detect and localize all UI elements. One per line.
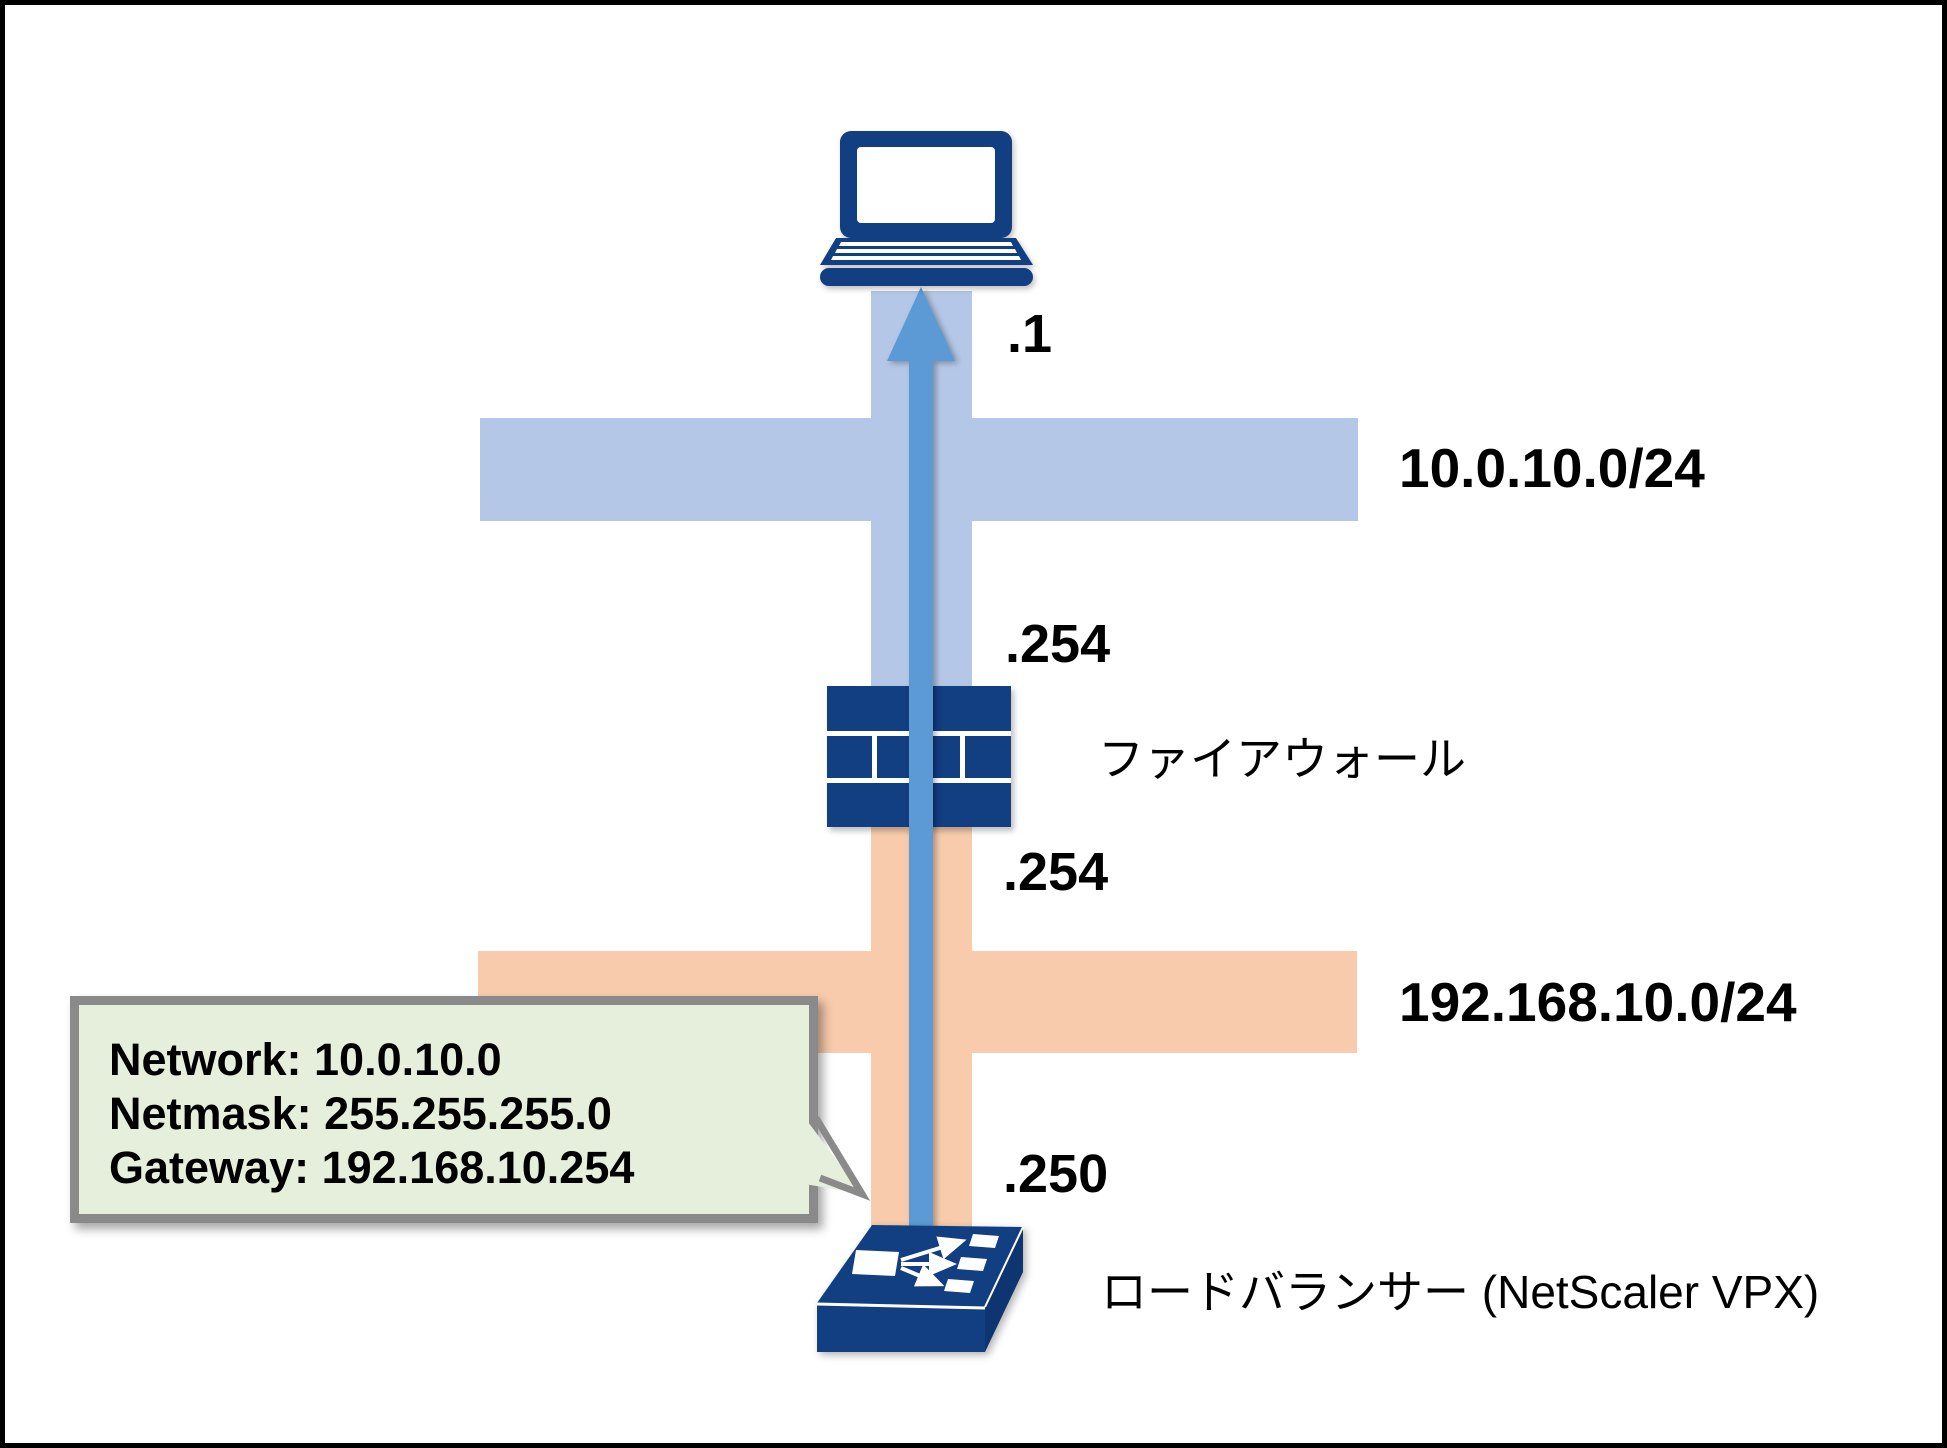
callout-line-gateway: Gateway: 192.168.10.254	[109, 1142, 635, 1193]
firewall-name-label: ファイアウォール	[1098, 733, 1466, 785]
load-balancer-icon	[816, 1225, 1024, 1352]
up-arrow-icon	[887, 287, 955, 1233]
callout-line-netmask: Netmask: 255.255.255.0	[109, 1088, 612, 1139]
callout-line-network: Network: 10.0.10.0	[109, 1034, 502, 1085]
lower-subnet-label: 192.168.10.0/24	[1399, 971, 1797, 1033]
load-balancer-name-label: ロードバランサー (NetScaler VPX)	[1101, 1266, 1820, 1318]
client-ip-label: .1	[1007, 304, 1053, 364]
firewall-lower-ip-label: .254	[1003, 842, 1109, 902]
upper-subnet-label: 10.0.10.0/24	[1399, 437, 1705, 499]
network-config-callout: Network: 10.0.10.0 Netmask: 255.255.255.…	[70, 996, 818, 1223]
laptop-icon	[820, 131, 1033, 286]
load-balancer-ip-label: .250	[1003, 1144, 1109, 1204]
firewall-upper-ip-label: .254	[1005, 614, 1111, 674]
callout-tail-pointer	[805, 1116, 871, 1201]
